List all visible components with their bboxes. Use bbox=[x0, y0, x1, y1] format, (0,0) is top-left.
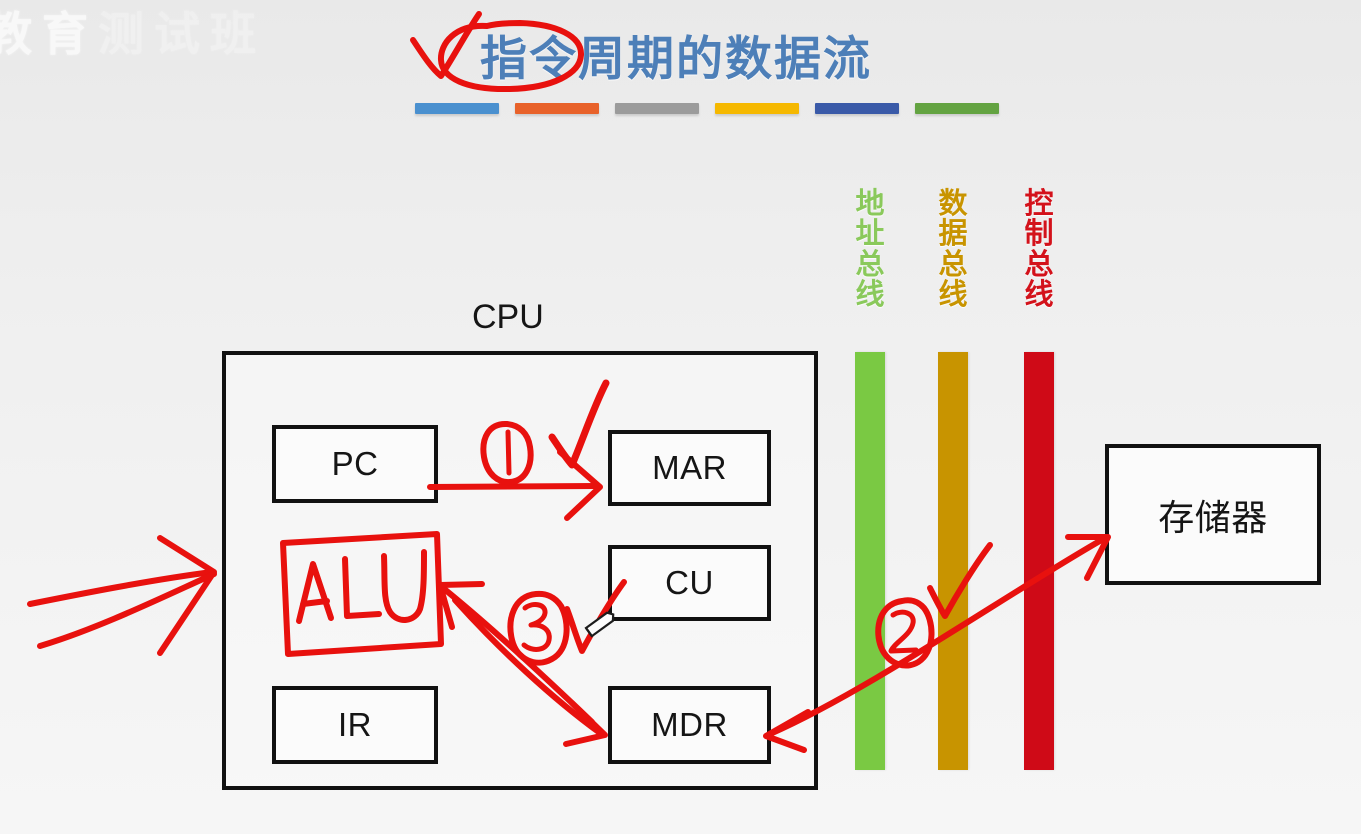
register-mdr-label: MDR bbox=[651, 706, 728, 743]
register-cu: CU bbox=[608, 545, 771, 621]
accent-bar-orange bbox=[515, 103, 599, 114]
bus-char: 线 bbox=[855, 277, 885, 312]
register-pc-label: PC bbox=[331, 445, 379, 482]
watermark-text: 教育 bbox=[0, 7, 98, 61]
control-bus-label: 控 制 总 线 bbox=[1022, 188, 1056, 310]
bus-char: 总 bbox=[938, 246, 968, 281]
accent-bar-navy bbox=[815, 103, 899, 114]
data-bus-bar bbox=[938, 352, 968, 770]
left-incoming-arrow-1-ink bbox=[27, 569, 215, 607]
accent-bar-gray bbox=[615, 103, 699, 114]
watermark: 教育测试班 bbox=[0, 0, 266, 64]
control-bus-bar bbox=[1024, 352, 1054, 770]
step2-circle-ink bbox=[875, 597, 935, 669]
register-ir-label: IR bbox=[338, 706, 372, 743]
accent-bar-green bbox=[915, 103, 999, 114]
title-check-ink bbox=[410, 11, 482, 79]
register-mar-label: MAR bbox=[652, 449, 727, 486]
register-mdr: MDR bbox=[608, 686, 771, 764]
left-incoming-arrowhead-ink bbox=[157, 535, 217, 656]
mdr-memory-head-right-ink bbox=[1065, 534, 1111, 581]
bus-char: 据 bbox=[938, 216, 968, 251]
bus-char: 控 bbox=[1024, 186, 1054, 220]
data-bus-label: 数 据 总 线 bbox=[936, 188, 970, 310]
bus-char: 制 bbox=[1024, 216, 1054, 251]
bus-char: 总 bbox=[855, 246, 885, 281]
bus-char: 总 bbox=[1024, 246, 1054, 281]
register-cu-label: CU bbox=[665, 564, 714, 601]
register-pc: PC bbox=[272, 425, 438, 503]
register-ir: IR bbox=[272, 686, 438, 764]
address-bus-bar bbox=[855, 352, 885, 770]
accent-bar-yellow bbox=[715, 103, 799, 114]
bus-char: 线 bbox=[938, 277, 968, 312]
page-title: 指令周期的数据流 bbox=[480, 32, 872, 87]
bus-char: 线 bbox=[1024, 277, 1054, 312]
left-incoming-arrow-2-ink bbox=[37, 571, 217, 649]
memory-label: 存储器 bbox=[1158, 497, 1268, 539]
watermark-faint-text: 测试班 bbox=[98, 7, 266, 61]
accent-bar-blue bbox=[415, 103, 499, 114]
step2-digit-ink bbox=[888, 609, 919, 654]
accent-bar-group bbox=[415, 103, 999, 114]
register-mar: MAR bbox=[608, 430, 771, 506]
bus-char: 数 bbox=[938, 186, 968, 220]
bus-char: 址 bbox=[855, 216, 885, 251]
address-bus-label: 地 址 总 线 bbox=[853, 188, 887, 310]
memory-box: 存储器 bbox=[1105, 444, 1321, 585]
bus-char: 地 bbox=[855, 186, 885, 220]
cpu-label: CPU bbox=[472, 298, 544, 336]
